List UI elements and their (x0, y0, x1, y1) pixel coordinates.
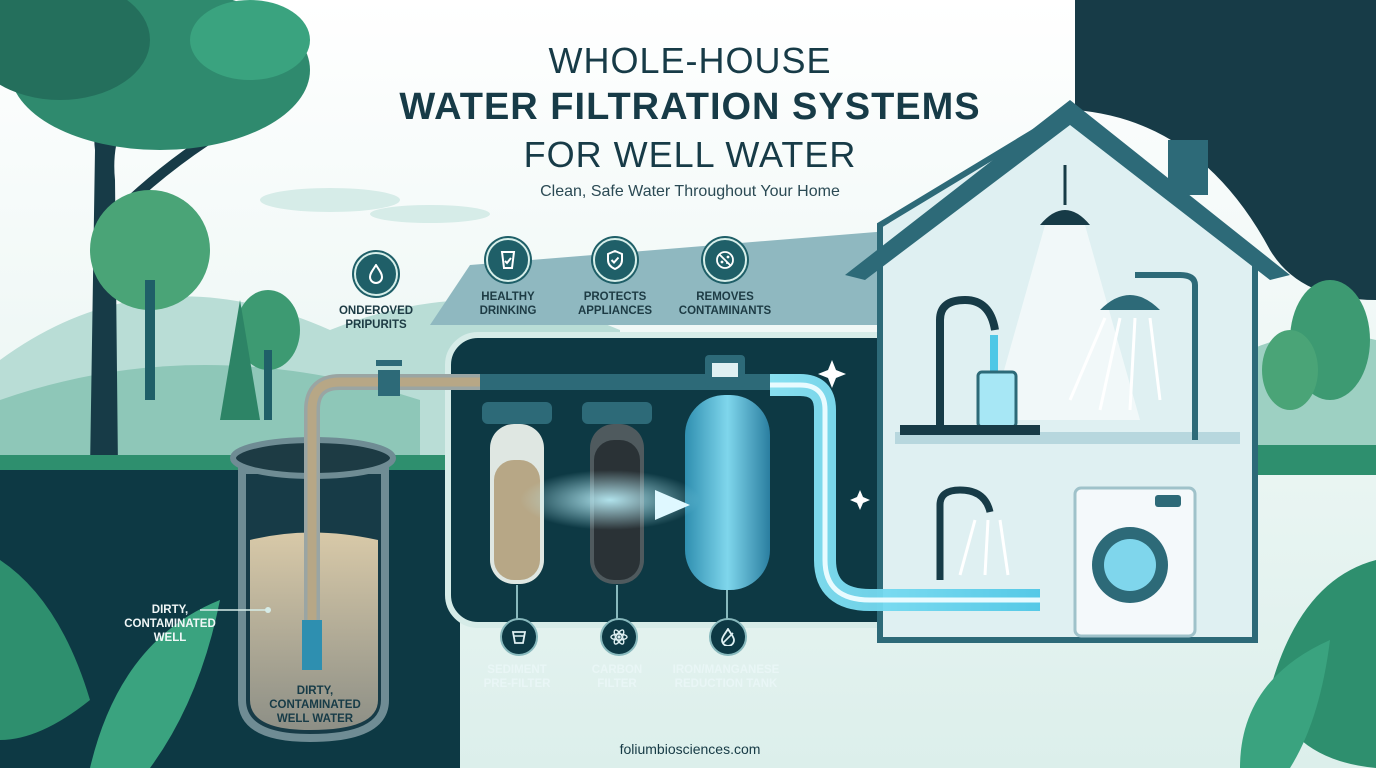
sparkle (850, 490, 870, 510)
water-drop-icon (354, 252, 398, 296)
benefit-label: REMOVES (696, 291, 754, 303)
carbon-cap (582, 402, 652, 424)
sediment-fill (494, 460, 540, 580)
shower-pipe (1135, 272, 1198, 440)
counter (900, 425, 1040, 435)
water-glass (976, 370, 1018, 429)
leaf-left (90, 600, 220, 768)
well-side-label: DIRTY, CONTAMINATED WELL (110, 603, 230, 645)
kitchen-faucet (936, 295, 999, 425)
sparkle (818, 360, 846, 388)
lamp-shade (1040, 210, 1090, 225)
tree-canopy (0, 0, 150, 100)
stage-label: CARBON FILTER (547, 663, 687, 691)
leaf-right (1240, 640, 1330, 768)
washer-panel (1155, 495, 1181, 507)
benefit-item: HEALTHY DRINKING (438, 238, 578, 318)
benefit-label: PROTECTS (583, 291, 647, 303)
glass-icon (486, 238, 530, 282)
benefit-label: PRIPURITS (345, 319, 407, 331)
leaf-left (0, 560, 90, 740)
valve (378, 370, 400, 396)
well-side-label-line: WELL (153, 632, 187, 644)
bush-trunk (264, 350, 272, 420)
page-subtitle: Clean, Safe Water Throughout Your Home (540, 183, 840, 200)
well-side-label-line: DIRTY, (151, 604, 189, 616)
shield-check-icon (593, 238, 637, 282)
benefit-label: HEALTHY (481, 291, 535, 303)
cloud (370, 205, 490, 223)
drop-slash-icon (709, 618, 747, 656)
no-particles-icon (703, 238, 747, 282)
benefit-item: ONDEROVED PRIPURITS (306, 252, 446, 332)
valve-handle (376, 360, 402, 366)
tank-display (712, 363, 738, 377)
bush-tree (90, 190, 210, 310)
lower-spray (958, 519, 1010, 576)
utility-roof (430, 230, 900, 325)
cup-filter-icon (500, 618, 538, 656)
stage-label: IRON/MANGANESE REDUCTION TANK (656, 663, 796, 691)
stage-label-line: PRE-FILTER (483, 678, 551, 690)
bush-tree (236, 290, 300, 370)
stage-label-line: FILTER (597, 678, 637, 690)
page-title-line-2: WATER FILTRATION SYSTEMS (399, 86, 981, 128)
benefit-label: CONTAMINANTS (678, 305, 772, 317)
lower-faucet (936, 486, 994, 580)
cloud (260, 188, 400, 212)
pine-tree (220, 300, 260, 420)
inlet-pipe-inner (307, 377, 495, 620)
well-water-label: DIRTY, CONTAMINATED WELL WATER (255, 684, 375, 726)
tree-canopy (190, 0, 310, 80)
faucet-water (990, 335, 998, 375)
benefit-label: DRINKING (479, 305, 537, 317)
well-water-label-line: WELL WATER (276, 713, 354, 725)
sediment-cap (482, 402, 552, 424)
stage-label-line: SEDIMENT (487, 664, 547, 676)
website-url: foliumbiosciences.com (619, 741, 761, 757)
clean-water-pipe-sheen (770, 382, 1040, 603)
well-water-label-line: DIRTY, (296, 685, 334, 697)
stage-label-line: REDUCTION TANK (674, 678, 778, 690)
shower-spray (1068, 317, 1162, 411)
benefit-label: APPLIANCES (577, 305, 653, 317)
ground-strip-right (1255, 445, 1376, 475)
tree-right (1262, 330, 1318, 410)
stage-label: SEDIMENT PRE-FILTER (447, 663, 587, 691)
bush-trunk (145, 280, 155, 400)
lamp-light (990, 225, 1140, 420)
page-title-line-1: WHOLE-HOUSE (548, 40, 832, 81)
benefit-item: REMOVES CONTAMINANTS (655, 238, 795, 318)
chimney (1168, 140, 1208, 195)
benefit-label: ONDEROVED (338, 305, 414, 317)
benefit-item: PROTECTS APPLIANCES (545, 238, 685, 318)
atom-icon (600, 618, 638, 656)
flow-arrow (655, 490, 690, 520)
well-side-label-line: CONTAMINATED (124, 618, 216, 630)
well-water-label-line: CONTAMINATED (269, 699, 361, 711)
underground (0, 470, 460, 768)
well-callout-dot (265, 607, 271, 613)
tank-body (685, 395, 770, 590)
dark-hill-right (1075, 0, 1376, 300)
shower-head (1100, 295, 1160, 310)
washer-window (1104, 539, 1156, 591)
page-title-line-3: FOR WELL WATER (523, 134, 857, 175)
stage-label-line: CARBON (591, 664, 643, 676)
stage-label-line: IRON/MANGANESE (672, 664, 780, 676)
well-pump (302, 620, 322, 670)
